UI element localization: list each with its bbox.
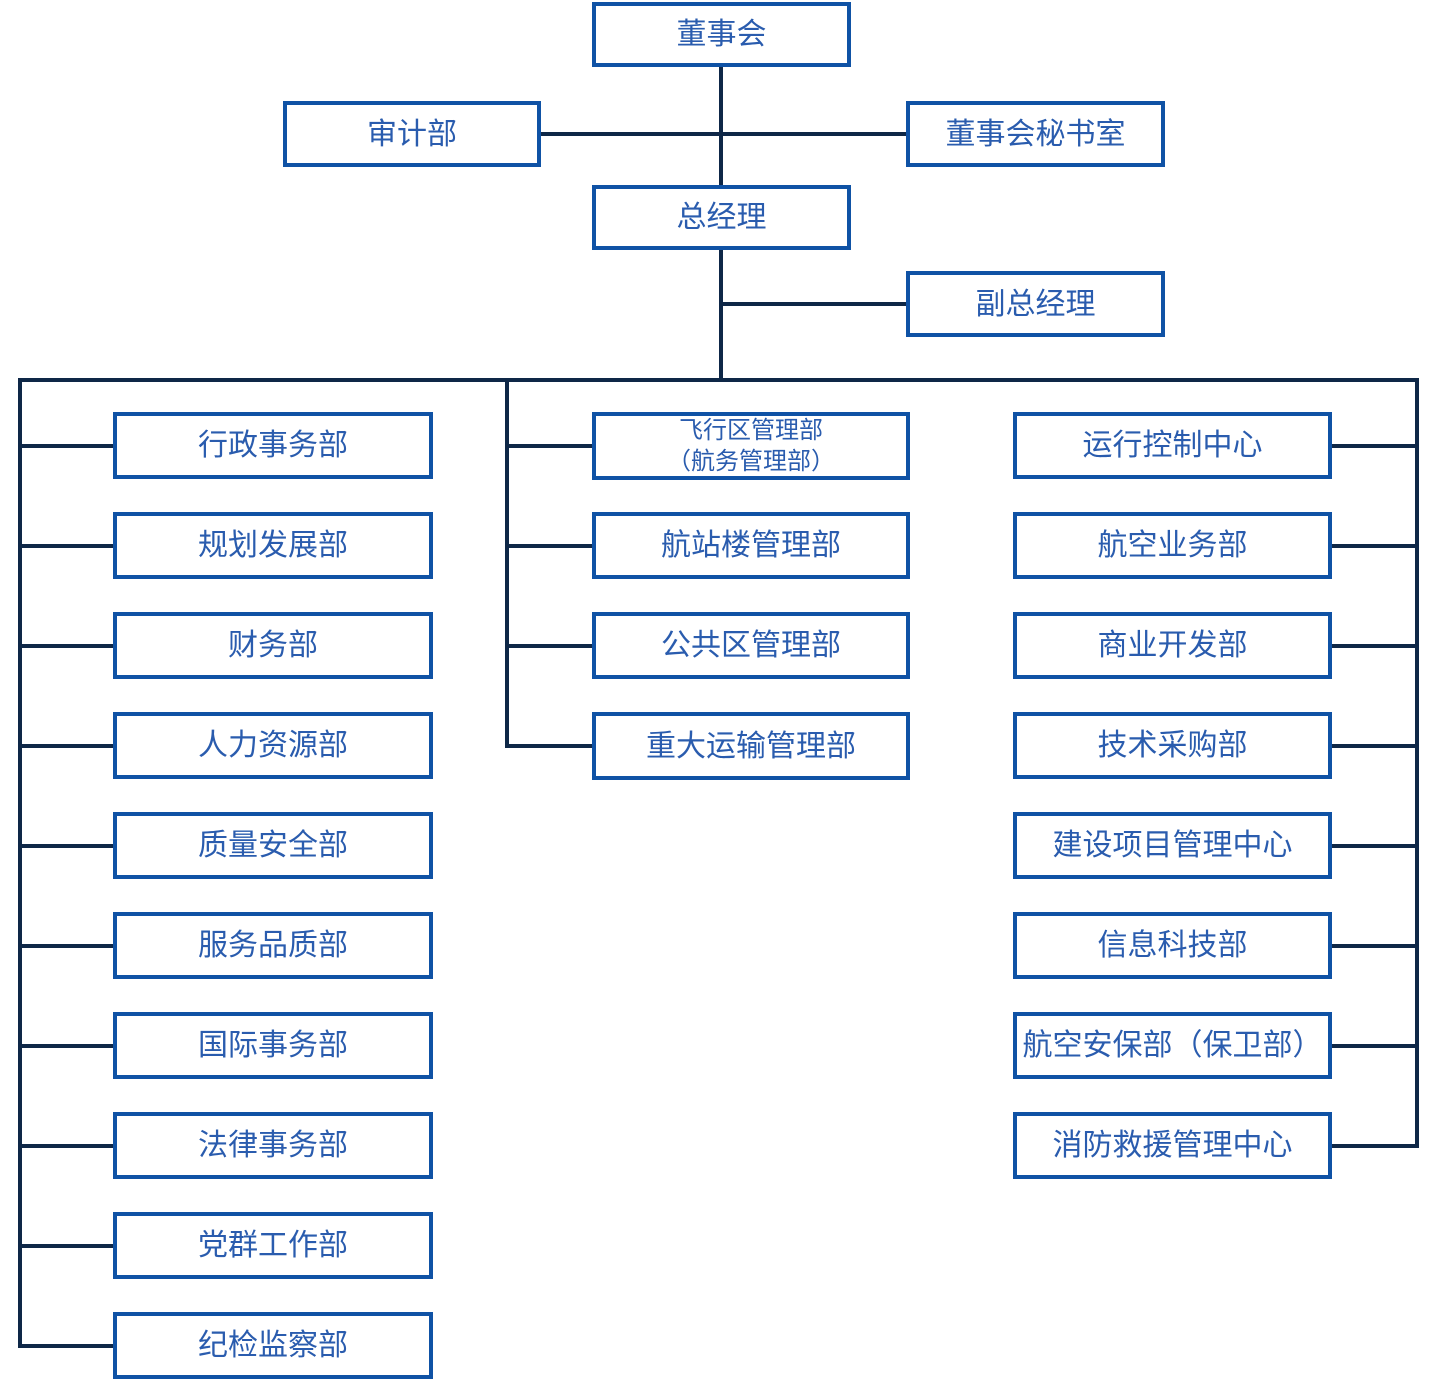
org-node-commercial-development: 商业开发部 xyxy=(1013,612,1332,679)
org-node-fire-rescue-center: 消防救援管理中心 xyxy=(1013,1112,1332,1179)
org-node-label: 审计部 xyxy=(367,117,457,151)
org-node-general-manager: 总经理 xyxy=(592,185,851,250)
org-node-technology-procurement: 技术采购部 xyxy=(1013,712,1332,779)
org-node-label: 运行控制中心 xyxy=(1082,429,1263,462)
org-node-label: 行政事务部 xyxy=(198,429,348,462)
org-node-label: 董事会 xyxy=(676,18,767,51)
org-node-board: 董事会 xyxy=(592,2,851,67)
org-node-label: 国际事务部 xyxy=(198,1029,348,1062)
org-node-international-affairs: 国际事务部 xyxy=(113,1012,433,1079)
org-node-aviation-security: 航空安保部（保卫部） xyxy=(1013,1012,1332,1079)
org-node-legal-affairs: 法律事务部 xyxy=(113,1112,433,1179)
org-node-label: 副总经理 xyxy=(975,287,1096,321)
org-node-label: 公共区管理部 xyxy=(661,629,841,662)
org-node-label: 航站楼管理部 xyxy=(661,529,841,562)
org-node-label: 质量安全部 xyxy=(198,829,348,862)
org-node-label: 服务品质部 xyxy=(198,929,348,962)
org-node-information-technology: 信息科技部 xyxy=(1013,912,1332,979)
org-node-label: 航空业务部 xyxy=(1097,529,1248,562)
org-node-terminal-management: 航站楼管理部 xyxy=(592,512,910,579)
org-node-human-resources: 人力资源部 xyxy=(113,712,433,779)
org-node-label: 人力资源部 xyxy=(198,729,348,762)
org-node-admin-affairs: 行政事务部 xyxy=(113,412,433,479)
org-node-aviation-business: 航空业务部 xyxy=(1013,512,1332,579)
org-node-audit: 审计部 xyxy=(283,101,541,167)
org-node-finance: 财务部 xyxy=(113,612,433,679)
org-node-label: 法律事务部 xyxy=(198,1129,348,1162)
org-node-label: 规划发展部 xyxy=(198,529,348,562)
org-node-label: 建设项目管理中心 xyxy=(1052,829,1293,862)
org-node-label: 飞行区管理部 （航务管理部） xyxy=(667,416,835,475)
org-node-label: 重大运输管理部 xyxy=(646,729,856,763)
org-node-label: 消防救援管理中心 xyxy=(1052,1129,1293,1162)
org-node-public-area-management: 公共区管理部 xyxy=(592,612,910,679)
org-node-major-transport-management: 重大运输管理部 xyxy=(592,712,910,780)
org-node-service-quality: 服务品质部 xyxy=(113,912,433,979)
org-node-board-secretariat: 董事会秘书室 xyxy=(906,101,1165,167)
org-node-deputy-general-manager: 副总经理 xyxy=(906,271,1165,337)
org-node-discipline-inspection: 纪检监察部 xyxy=(113,1312,433,1379)
org-node-party-mass-work: 党群工作部 xyxy=(113,1212,433,1279)
org-node-label: 信息科技部 xyxy=(1097,929,1248,962)
org-node-label: 商业开发部 xyxy=(1097,629,1248,662)
org-node-label: 技术采购部 xyxy=(1097,729,1248,762)
org-node-label: 财务部 xyxy=(228,629,318,662)
org-node-operation-control-center: 运行控制中心 xyxy=(1013,412,1332,479)
org-node-airfield-management: 飞行区管理部 （航务管理部） xyxy=(592,412,910,480)
org-node-label: 航空安保部（保卫部） xyxy=(1022,1029,1323,1062)
org-node-label: 董事会秘书室 xyxy=(945,117,1126,151)
org-node-label: 党群工作部 xyxy=(198,1229,348,1262)
org-node-planning-development: 规划发展部 xyxy=(113,512,433,579)
org-node-label: 纪检监察部 xyxy=(198,1329,348,1362)
org-node-construction-project-center: 建设项目管理中心 xyxy=(1013,812,1332,879)
org-node-label: 总经理 xyxy=(676,201,767,234)
org-node-quality-safety: 质量安全部 xyxy=(113,812,433,879)
